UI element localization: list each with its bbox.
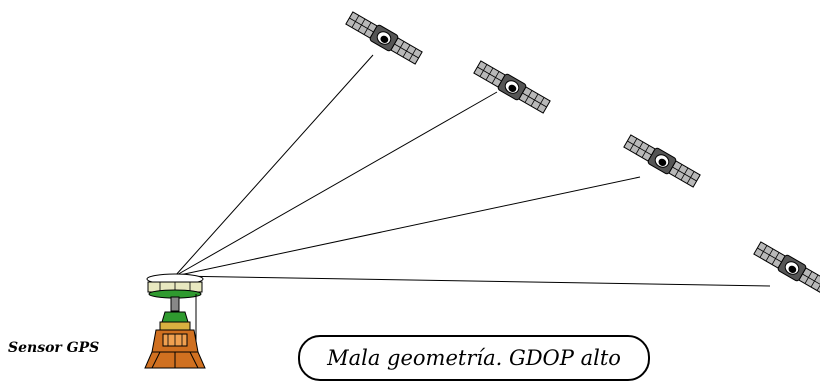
gps-receiver-icon (144, 273, 206, 369)
signal-line-1 (174, 54, 374, 277)
signal-line-3 (174, 176, 641, 277)
signal-line-4 (174, 275, 771, 287)
signal-line-2 (174, 91, 498, 277)
satellite-2-icon (472, 58, 552, 116)
satellite-4-icon (752, 239, 820, 297)
satellite-3-icon (622, 132, 702, 190)
caption-text: Mala geometría. GDOP alto (327, 346, 621, 370)
caption-box: Mala geometría. GDOP alto (298, 335, 650, 381)
sensor-label: Sensor GPS (8, 340, 100, 356)
signal-lines (174, 54, 771, 287)
satellite-1-icon (344, 9, 424, 67)
